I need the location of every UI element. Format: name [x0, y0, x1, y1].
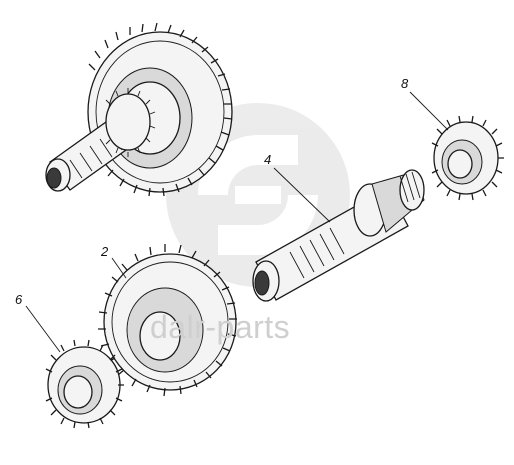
- leader-line-8: [409, 91, 449, 131]
- callout-8: 8: [401, 76, 409, 91]
- shaft-4: [252, 169, 425, 302]
- bearing-ring-6: [45, 339, 124, 429]
- leader-lines: [25, 91, 449, 353]
- callout-2: 2: [100, 244, 109, 259]
- bearing-ring-8: [431, 115, 504, 201]
- callout-6: 6: [15, 292, 23, 307]
- gear-2-teeth: [98, 244, 237, 397]
- leader-line-6: [25, 305, 61, 353]
- gear-shaft-assembly-top: [45, 22, 233, 197]
- watermark-text: dalr-parts: [150, 309, 290, 345]
- leader-line-2: [111, 257, 127, 279]
- gear-2: [98, 244, 237, 397]
- leader-line-4: [273, 167, 331, 223]
- callout-4: 4: [264, 152, 271, 167]
- top-gear-teeth: [88, 22, 233, 197]
